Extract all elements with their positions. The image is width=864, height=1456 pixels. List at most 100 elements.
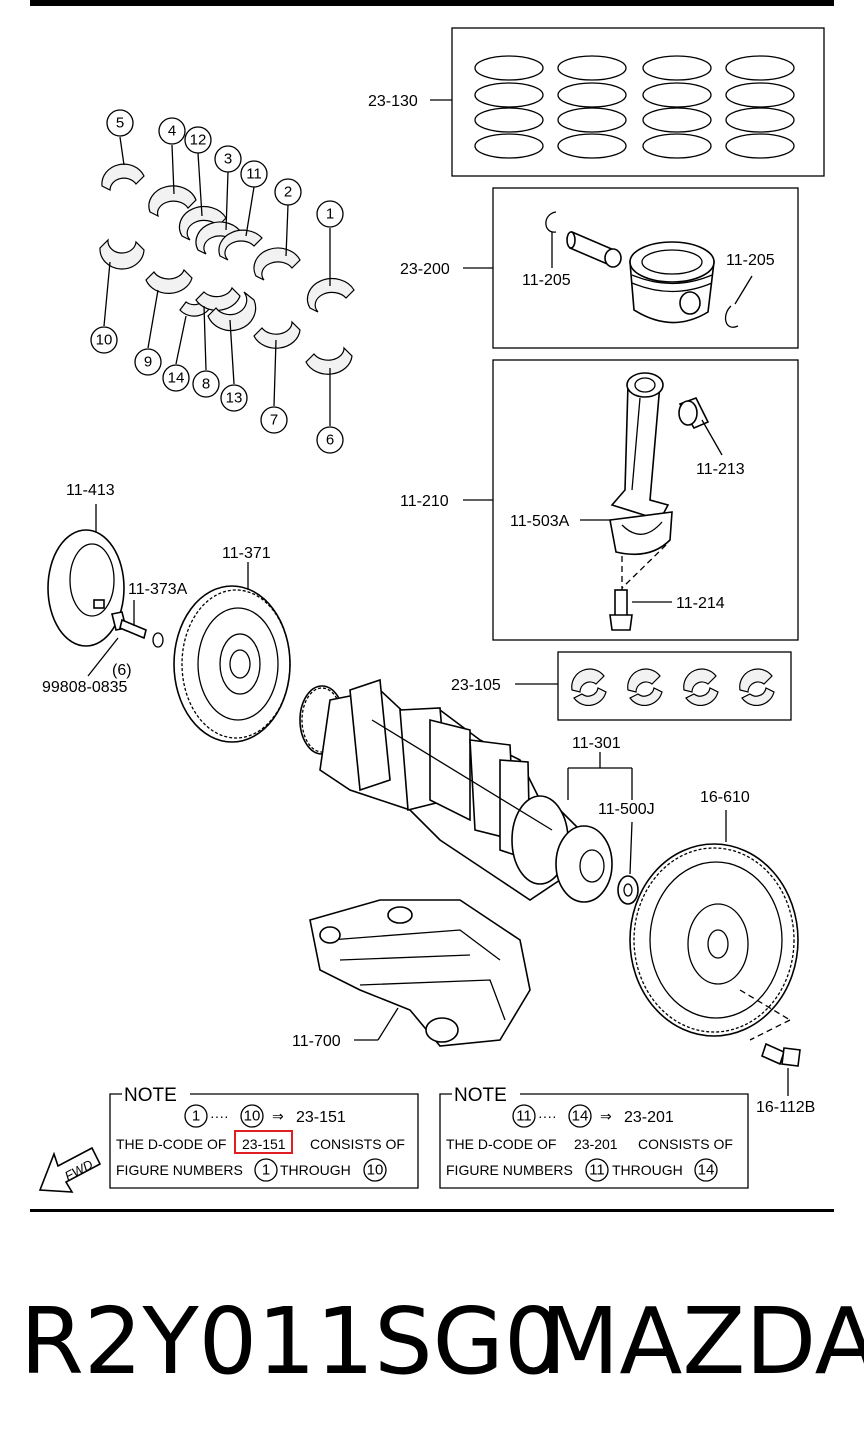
part-number-title: R2Y011SG0 xyxy=(20,1288,563,1395)
pulley-plate xyxy=(47,529,125,647)
flywheel xyxy=(629,843,799,1037)
bottom-rule xyxy=(30,1209,834,1212)
piston-group: 23-200 11-205 11-205 xyxy=(400,187,799,349)
bearing-7 xyxy=(253,320,301,349)
pulley-bolt xyxy=(111,611,147,640)
note-1-line2-prefix: THE D-CODE OF xyxy=(116,1136,226,1152)
conrod-bearings-group: 23-105 xyxy=(451,651,792,721)
piston-rings-box xyxy=(451,27,825,177)
note-1-range-start: 1 xyxy=(192,1108,200,1125)
flywheel-bolt xyxy=(761,1042,801,1067)
callout-10: 10 xyxy=(90,326,118,354)
note-2-line2-code: 23-201 xyxy=(574,1136,618,1152)
svg-text:2: 2 xyxy=(284,184,292,201)
bearing-2 xyxy=(253,247,301,281)
conrod-bearings-box xyxy=(557,651,792,721)
note-1-line3-from: 1 xyxy=(262,1162,270,1179)
svg-text:12: 12 xyxy=(190,132,207,149)
ring-set-3 xyxy=(642,55,712,159)
label-conrod-assembly: 11-210 xyxy=(400,493,449,510)
label-pulley-bolt-qty: (6) xyxy=(112,662,132,679)
callout-8: 8 xyxy=(192,370,220,398)
piston xyxy=(629,241,715,324)
callout-2: 2 xyxy=(274,178,302,206)
callout-7: 7 xyxy=(260,406,288,434)
callout-9: 9 xyxy=(134,348,162,376)
note-2-line3-from: 11 xyxy=(589,1162,605,1179)
bearing-11 xyxy=(218,229,263,261)
svg-text:13: 13 xyxy=(226,390,243,407)
highlight-box xyxy=(234,1130,293,1154)
pulley-group: 11-413 11-373A (6) 99808-0835 11-371 xyxy=(42,482,291,743)
note-2-line2-prefix: THE D-CODE OF xyxy=(446,1136,556,1152)
svg-text:3: 3 xyxy=(224,151,232,168)
callout-1: 1 xyxy=(316,200,344,228)
pulley-washer xyxy=(152,632,164,648)
conrod-bolt xyxy=(609,589,633,631)
balancer-unit xyxy=(309,899,531,1047)
ring-set-2 xyxy=(557,55,627,159)
brand-title: MAZDA xyxy=(540,1288,864,1395)
conrod-group: 11-210 11-213 11-503A 11-214 xyxy=(400,359,799,641)
bearing-9 xyxy=(145,268,193,294)
snap-ring-left xyxy=(545,211,557,233)
note-1-arrow: ⇒ xyxy=(272,1108,284,1124)
note-1: NOTE 1 ···· 10 ⇒ 23-151 THE D-CODE OF 23… xyxy=(109,1085,419,1189)
main-bearings-group: 1 2 3 4 5 6 7 8 9 10 11 12 13 14 xyxy=(90,109,355,454)
svg-text:6: 6 xyxy=(326,432,334,449)
crankshaft-leader xyxy=(567,752,633,800)
ring-set-1 xyxy=(474,55,544,159)
conrod-cap xyxy=(609,511,673,556)
label-snap-ring-left: 11-205 xyxy=(522,272,571,289)
note-2-arrow: ⇒ xyxy=(600,1108,612,1124)
svg-text:7: 7 xyxy=(270,412,278,429)
callout-12: 12 xyxy=(184,126,212,154)
svg-text:11: 11 xyxy=(246,166,262,183)
svg-text:8: 8 xyxy=(202,376,210,393)
label-rings: 23-130 xyxy=(368,93,418,110)
note-2-range-start: 11 xyxy=(516,1108,532,1125)
svg-text:1: 1 xyxy=(326,206,334,223)
svg-text:10: 10 xyxy=(96,332,113,349)
top-rule xyxy=(30,0,834,6)
label-conrod-bolt: 11-214 xyxy=(676,595,725,612)
pulley xyxy=(173,585,291,743)
note-2-range-end: 14 xyxy=(572,1108,589,1125)
bearing-1 xyxy=(306,277,355,313)
bearing-shells xyxy=(571,668,775,707)
pilot-bearing xyxy=(617,875,639,905)
svg-text:5: 5 xyxy=(116,115,124,132)
callout-6: 6 xyxy=(316,426,344,454)
note-2-line2-suffix: CONSISTS OF xyxy=(638,1136,733,1152)
note-2-line3-through: THROUGH xyxy=(612,1162,683,1178)
label-conrod-bushing: 11-213 xyxy=(696,461,745,478)
note-2-heading: NOTE xyxy=(454,1085,507,1106)
note-1-range-dots: ···· xyxy=(210,1108,229,1124)
note-1-line3-through: THROUGH xyxy=(280,1162,351,1178)
note-1-heading: NOTE xyxy=(124,1085,177,1106)
snap-ring-right xyxy=(724,305,739,328)
note-1-dcode: 23-151 xyxy=(296,1109,346,1126)
note-2-dcode: 23-201 xyxy=(624,1109,674,1126)
note-1-range-end: 10 xyxy=(244,1108,261,1125)
label-crankshaft: 11-301 xyxy=(572,735,621,752)
callout-13: 13 xyxy=(220,384,248,412)
callout-3: 3 xyxy=(214,145,242,173)
callout-leaders xyxy=(103,136,331,426)
crankshaft xyxy=(299,678,613,903)
note-2-line3-to: 14 xyxy=(698,1162,715,1179)
bearing-6 xyxy=(305,346,353,375)
conrod-bushing xyxy=(678,396,710,430)
note-2: NOTE 11 ···· 14 ⇒ 23-201 THE D-CODE OF 2… xyxy=(439,1085,749,1189)
callout-4: 4 xyxy=(158,117,186,145)
label-pulley: 11-371 xyxy=(222,545,271,562)
piston-pin xyxy=(566,230,622,268)
label-balancer: 11-700 xyxy=(292,1033,341,1050)
label-pilot-bearing: 11-500J xyxy=(598,801,655,818)
note-1-line2-code: 23-151 xyxy=(242,1136,286,1152)
svg-text:9: 9 xyxy=(144,354,152,371)
callout-11: 11 xyxy=(240,160,268,188)
callout-5: 5 xyxy=(106,109,134,137)
fwd-arrow-icon: FWD xyxy=(38,1146,102,1193)
